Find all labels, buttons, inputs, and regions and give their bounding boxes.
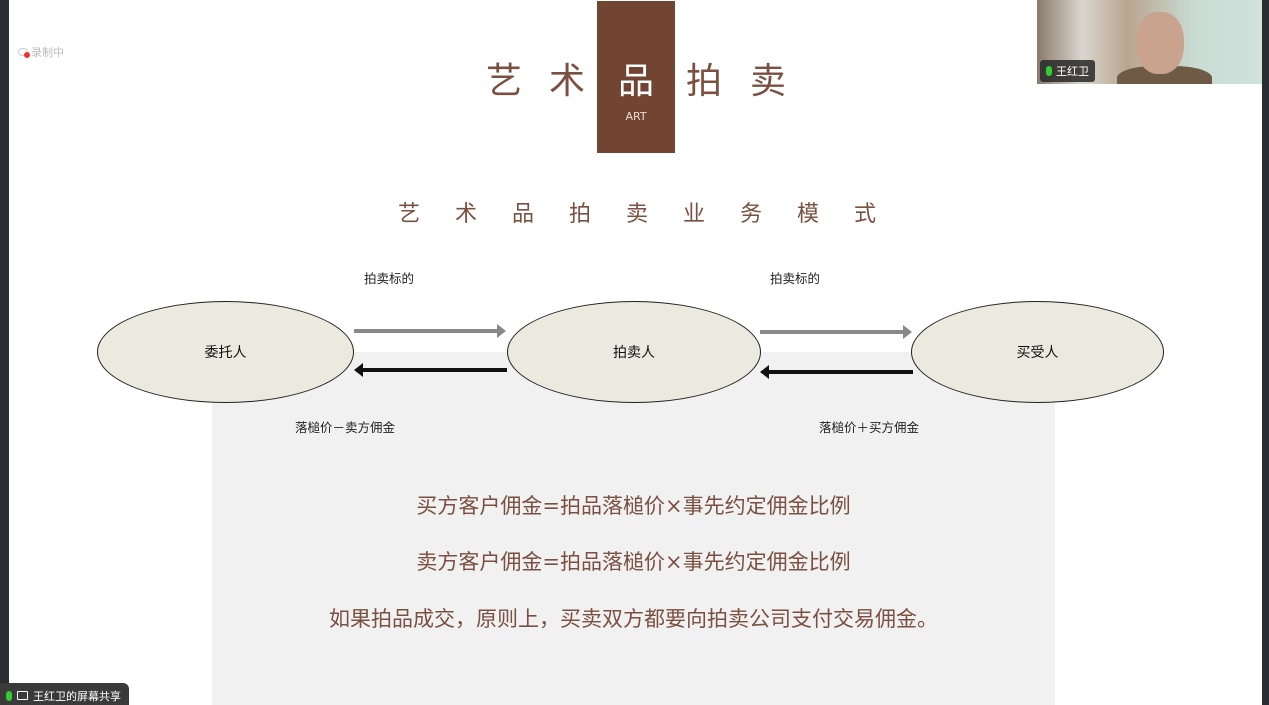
arrow-left-payment-1: [354, 363, 507, 377]
label-top-left: 拍卖标的: [364, 271, 415, 286]
participant-body: [1117, 66, 1212, 84]
window-frame-right: [1262, 0, 1269, 705]
formula-buyer-commission: 买方客户佣金=拍品落槌价×事先约定佣金比例: [416, 494, 851, 518]
node-consignor: 委托人: [97, 301, 354, 403]
label-top-right: 拍卖标的: [770, 271, 821, 286]
arrow-right-goods-2: [760, 325, 912, 339]
title-highlight-block: 品 ART: [597, 1, 675, 153]
screen-share-label: 王红卫的屏幕共享: [33, 689, 121, 703]
title-tag: ART: [625, 110, 647, 123]
title-char: 拍: [686, 61, 723, 102]
participant-name: 王红卫: [1056, 65, 1089, 78]
formula-note: 如果拍品成交，原则上，买卖双方都要向拍卖公司支付交易佣金。: [329, 607, 938, 631]
participant-name-tag: 王红卫: [1040, 60, 1095, 82]
formula-seller-commission: 卖方客户佣金=拍品落槌价×事先约定佣金比例: [416, 550, 851, 574]
microphone-icon: [6, 690, 12, 701]
node-auctioneer: 拍卖人: [507, 301, 761, 403]
recording-cloud-icon: [18, 48, 30, 58]
screen-share-bar[interactable]: 王红卫的屏幕共享: [0, 683, 129, 705]
slide-grey-panel: [212, 352, 1055, 705]
participant-face: [1136, 12, 1184, 74]
recording-label: 录制中: [31, 46, 64, 59]
arrow-right-goods-1: [354, 324, 506, 338]
label-bottom-left: 落槌价－卖方佣金: [295, 420, 396, 435]
title-char: 术: [549, 61, 586, 102]
title-char: 卖: [750, 61, 787, 102]
title-char: 艺: [486, 61, 523, 102]
microphone-icon: [1046, 66, 1052, 76]
window-frame-left: [0, 0, 9, 705]
arrow-left-payment-2: [760, 365, 913, 379]
node-buyer: 买受人: [911, 301, 1164, 403]
screen-share-icon: [17, 691, 28, 700]
recording-indicator[interactable]: 录制中: [18, 44, 64, 60]
participant-video[interactable]: 王红卫: [1037, 0, 1262, 84]
label-bottom-right: 落槌价＋买方佣金: [819, 420, 920, 435]
slide-subtitle: 艺术品拍卖业务模式: [398, 202, 912, 227]
title-char: 品: [617, 61, 654, 102]
